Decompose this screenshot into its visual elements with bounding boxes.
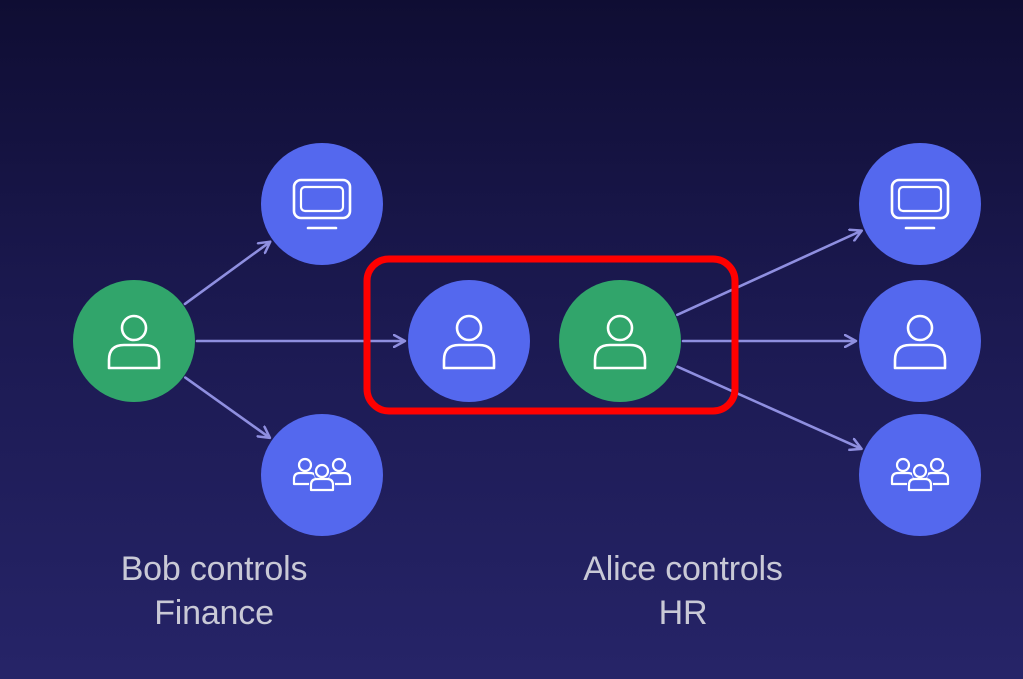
highlight-box bbox=[363, 255, 739, 415]
group-icon bbox=[890, 457, 950, 493]
edge-bob-to-bob-computer bbox=[183, 242, 270, 306]
group-icon bbox=[292, 457, 352, 493]
edges-layer bbox=[183, 231, 861, 449]
node-alice-user bbox=[859, 280, 981, 402]
caption-alice-line1: Alice controls bbox=[583, 550, 783, 588]
caption-bob-controls-finance: Bob controls Finance bbox=[64, 547, 364, 635]
edge-bob-to-bob-group bbox=[184, 376, 269, 438]
node-alice bbox=[559, 280, 681, 402]
caption-alice-controls-hr: Alice controls HR bbox=[533, 547, 833, 635]
node-bob bbox=[73, 280, 195, 402]
node-bob-group bbox=[261, 414, 383, 536]
user-icon bbox=[593, 314, 647, 370]
node-alice-computer-circle bbox=[859, 143, 981, 265]
user-icon bbox=[893, 314, 947, 370]
nodes-layer bbox=[73, 143, 981, 536]
edge-alice-to-alice-computer bbox=[676, 231, 861, 317]
user-icon bbox=[107, 314, 161, 370]
caption-alice-line2: HR bbox=[658, 594, 708, 632]
monitor-icon bbox=[890, 178, 950, 230]
node-alice-group bbox=[859, 414, 981, 536]
node-intermediate-user bbox=[408, 280, 530, 402]
node-bob-computer bbox=[261, 143, 383, 265]
monitor-icon bbox=[292, 178, 352, 230]
edge-alice-to-alice-group bbox=[676, 365, 861, 449]
caption-bob-line2: Finance bbox=[154, 594, 274, 632]
caption-bob-line1: Bob controls bbox=[120, 550, 308, 588]
node-alice-computer bbox=[859, 143, 981, 265]
node-bob-computer-circle bbox=[261, 143, 383, 265]
user-icon bbox=[442, 314, 496, 370]
